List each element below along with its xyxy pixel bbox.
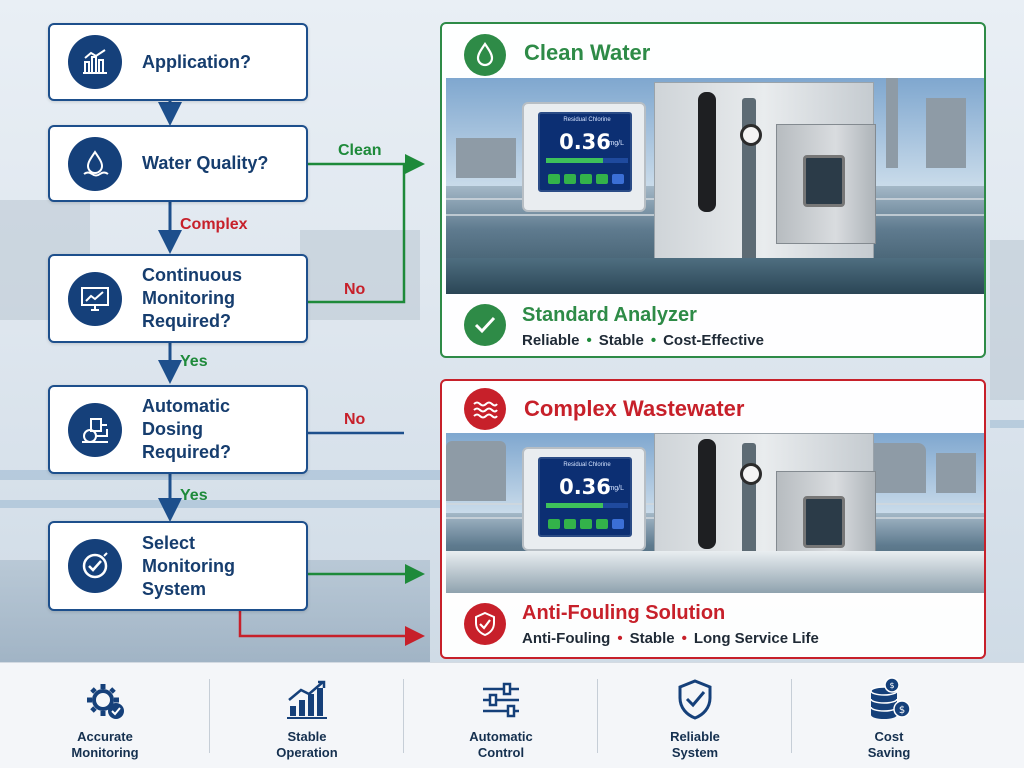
feature: Anti-Fouling <box>522 630 611 647</box>
sensor-probe <box>698 92 716 212</box>
screen-title: Residual Chlorine <box>563 117 611 123</box>
chart-icon <box>68 35 122 89</box>
step-label: Automatic Dosing Required? <box>142 396 232 462</box>
step-select-system: Select Monitoring System <box>48 521 308 611</box>
benefit-reliable-system: Reliable System <box>598 663 792 768</box>
branch-label-yes-dosing: Yes <box>180 487 208 504</box>
bg-tank <box>300 230 420 320</box>
benefit-label: Accurate Monitoring <box>71 729 139 760</box>
control-cabinet <box>776 124 876 244</box>
svg-text:$: $ <box>889 681 894 690</box>
water-drop-icon <box>464 34 506 76</box>
standard-analyzer-title: Standard Analyzer <box>522 304 697 326</box>
pressure-gauge-icon <box>740 463 762 485</box>
step-water-quality: Water Quality? <box>48 125 308 202</box>
analyzer-device: Residual Chlorine 0.36 mg/L <box>522 447 646 551</box>
monitor-chart-icon <box>68 271 122 326</box>
complex-wastewater-panel: Complex Wastewater Residual Chlorine 0.3… <box>440 379 986 659</box>
step-automatic-dosing: Automatic Dosing Required? <box>48 385 308 474</box>
arrow-select-to-complex <box>238 611 425 646</box>
analyzer-device: Residual Chlorine 0.36 mg/L <box>522 102 646 212</box>
check-mark-icon <box>464 304 506 346</box>
benefit-cost-saving: $$ Cost Saving <box>792 663 986 768</box>
complex-wastewater-title: Complex Wastewater <box>524 396 745 421</box>
branch-label-complex: Complex <box>180 216 248 233</box>
bar-chart-up-icon <box>285 677 329 723</box>
complex-features: Anti-Fouling•Stable•Long Service Life <box>522 630 819 647</box>
flow-connectors <box>158 101 425 646</box>
shield-check-icon <box>464 603 506 645</box>
analyzer-screen: Residual Chlorine 0.36 mg/L <box>538 112 632 192</box>
benefit-accurate-monitoring: Accurate Monitoring <box>0 663 210 768</box>
branch-label-yes-continuous: Yes <box>180 353 208 370</box>
pressure-gauge-icon <box>740 124 762 146</box>
step-label: Continuous Monitoring Required? <box>142 265 242 331</box>
benefits-bar: Accurate Monitoring Stable Operation Aut… <box>0 662 1024 768</box>
feature: Stable <box>598 332 644 349</box>
bg-tower <box>990 240 1024 400</box>
step-continuous-monitoring: Continuous Monitoring Required? <box>48 254 308 343</box>
step-label: Select Monitoring System <box>142 532 235 599</box>
clean-water-panel: Clean Water Residual Chlorine 0.36 mg/L <box>440 22 986 358</box>
bg-pipe <box>0 500 440 508</box>
anti-fouling-title: Anti-Fouling Solution <box>522 602 726 624</box>
screen-value: 0.36 <box>559 130 611 154</box>
feature: Cost-Effective <box>663 332 764 349</box>
water-drop-icon <box>68 136 122 191</box>
line-no-continuous <box>308 164 406 304</box>
benefit-label: Stable Operation <box>276 729 338 760</box>
feature: Stable <box>629 630 675 647</box>
waves-icon <box>464 388 506 430</box>
step-label: Application? <box>142 51 251 72</box>
clean-features: Reliable•Stable•Cost-Effective <box>522 332 764 349</box>
benefit-stable-operation: Stable Operation <box>210 663 404 768</box>
svg-text:$: $ <box>899 705 905 716</box>
clean-water-title: Clean Water <box>524 40 651 65</box>
benefit-automatic-control: Automatic Control <box>404 663 598 768</box>
benefit-label: Automatic Control <box>469 729 533 760</box>
feature: Reliable <box>522 332 580 349</box>
branch-label-clean: Clean <box>338 142 382 159</box>
coins-icon: $$ <box>866 677 912 723</box>
branch-label-no-dosing: No <box>344 411 366 428</box>
benefit-label: Cost Saving <box>867 729 911 760</box>
bg-pipe <box>990 420 1024 428</box>
step-application: Application? <box>48 23 308 101</box>
screen-value: 0.36 <box>559 475 611 499</box>
branch-label-no-continuous: No <box>344 281 366 298</box>
benefit-label: Reliable System <box>670 729 720 760</box>
shield-check-icon <box>676 677 714 723</box>
analyzer-screen: Residual Chlorine 0.36 mg/L <box>538 457 632 537</box>
screen-title: Residual Chlorine <box>563 462 611 468</box>
check-circle-icon <box>68 539 122 593</box>
complex-analyzer-photo: Residual Chlorine 0.36 mg/L <box>446 433 984 593</box>
screen-unit: mg/L <box>608 485 624 492</box>
dosing-pump-icon <box>68 402 122 457</box>
sliders-icon <box>480 677 522 723</box>
screen-unit: mg/L <box>608 140 624 147</box>
clean-analyzer-photo: Residual Chlorine 0.36 mg/L <box>446 78 984 294</box>
step-label: Water Quality? <box>142 153 269 173</box>
bg-pipe <box>0 470 440 480</box>
feature: Long Service Life <box>693 630 819 647</box>
sensor-probe <box>698 439 716 549</box>
gear-check-icon <box>83 677 127 723</box>
